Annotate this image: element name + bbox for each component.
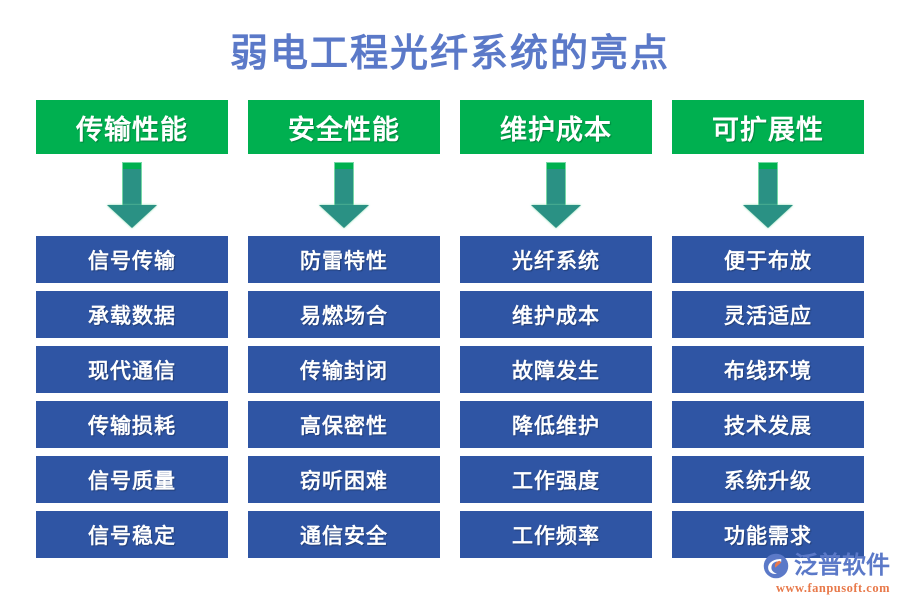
down-arrow-icon (107, 162, 157, 228)
column-maintenance-cost: 维护成本 光纤系统 维护成本 故障发生 降低维护 工作强度 工作频率 (460, 100, 652, 562)
arrow-container (36, 154, 228, 236)
list-item[interactable]: 工作强度 (460, 456, 652, 503)
list-item[interactable]: 通信安全 (248, 511, 440, 558)
down-arrow-icon (743, 162, 793, 228)
arrow-shaft (334, 162, 354, 206)
list-item[interactable]: 传输封闭 (248, 346, 440, 393)
arrow-cap (759, 163, 777, 169)
arrow-shaft (546, 162, 566, 206)
page-title: 弱电工程光纤系统的亮点 (229, 33, 670, 75)
column-grid: 传输性能 信号传输 承载数据 现代通信 传输损耗 信号质量 信号稳定 安全性能 (36, 100, 864, 562)
list-item[interactable]: 灵活适应 (672, 291, 864, 338)
logo-url: www.fanpusoft.com (775, 580, 890, 595)
list-item[interactable]: 信号质量 (36, 456, 228, 503)
arrow-container (248, 154, 440, 236)
list-item[interactable]: 便于布放 (672, 236, 864, 283)
item-list: 光纤系统 维护成本 故障发生 降低维护 工作强度 工作频率 (460, 236, 652, 562)
column-safety-performance: 安全性能 防雷特性 易燃场合 传输封闭 高保密性 窃听困难 通信安全 (248, 100, 440, 562)
list-item[interactable]: 防雷特性 (248, 236, 440, 283)
column-transmission-performance: 传输性能 信号传输 承载数据 现代通信 传输损耗 信号质量 信号稳定 (36, 100, 228, 562)
list-item[interactable]: 布线环境 (672, 346, 864, 393)
list-item[interactable]: 传输损耗 (36, 401, 228, 448)
arrow-shaft (122, 162, 142, 206)
item-list: 便于布放 灵活适应 布线环境 技术发展 系统升级 功能需求 (672, 236, 864, 562)
down-arrow-icon (319, 162, 369, 228)
column-scalability: 可扩展性 便于布放 灵活适应 布线环境 技术发展 系统升级 功能需求 (672, 100, 864, 562)
logo-name: 泛普软件 (794, 552, 890, 579)
fanpu-logo-icon (763, 553, 789, 578)
item-list: 防雷特性 易燃场合 传输封闭 高保密性 窃听困难 通信安全 (248, 236, 440, 562)
list-item[interactable]: 工作频率 (460, 511, 652, 558)
list-item[interactable]: 承载数据 (36, 291, 228, 338)
list-item[interactable]: 易燃场合 (248, 291, 440, 338)
arrow-head (743, 205, 793, 228)
list-item[interactable]: 信号稳定 (36, 511, 228, 558)
list-item[interactable]: 高保密性 (248, 401, 440, 448)
down-arrow-icon (531, 162, 581, 228)
arrow-head (319, 205, 369, 228)
arrow-head (107, 205, 157, 228)
column-header[interactable]: 维护成本 (460, 100, 652, 154)
arrow-cap (335, 163, 353, 169)
list-item[interactable]: 信号传输 (36, 236, 228, 283)
watermark-logo: 泛普软件 www.fanpusoft.com (762, 552, 890, 595)
arrow-shaft (758, 162, 778, 206)
list-item[interactable]: 维护成本 (460, 291, 652, 338)
column-header[interactable]: 可扩展性 (672, 100, 864, 154)
list-item[interactable]: 系统升级 (672, 456, 864, 503)
arrow-cap (123, 163, 141, 169)
list-item[interactable]: 技术发展 (672, 401, 864, 448)
arrow-container (460, 154, 652, 236)
column-header[interactable]: 安全性能 (248, 100, 440, 154)
list-item[interactable]: 现代通信 (36, 346, 228, 393)
arrow-head (531, 205, 581, 228)
list-item[interactable]: 光纤系统 (460, 236, 652, 283)
list-item[interactable]: 窃听困难 (248, 456, 440, 503)
logo-row: 泛普软件 (762, 552, 890, 580)
arrow-container (672, 154, 864, 236)
column-header[interactable]: 传输性能 (36, 100, 228, 154)
item-list: 信号传输 承载数据 现代通信 传输损耗 信号质量 信号稳定 (36, 236, 228, 562)
arrow-cap (547, 163, 565, 169)
list-item[interactable]: 故障发生 (460, 346, 652, 393)
list-item[interactable]: 功能需求 (672, 511, 864, 558)
list-item[interactable]: 降低维护 (460, 401, 652, 448)
